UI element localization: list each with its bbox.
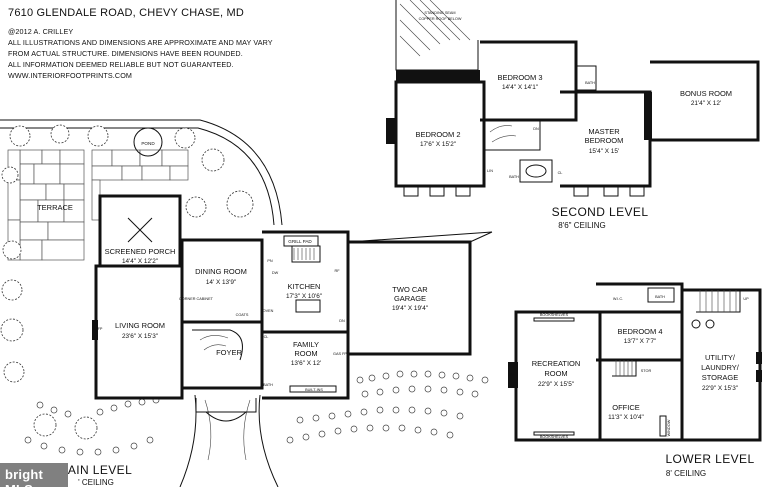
logo-text: bright MLS <box>5 467 44 497</box>
recreation-room-dims: 22'9" X 15'5" <box>538 381 574 388</box>
wic-label: W.I.C. <box>613 297 623 301</box>
main-bath-label: BATH <box>263 383 273 387</box>
utility-dims: 22'9" X 15'3" <box>702 385 738 392</box>
living-fp-label: FP <box>98 327 103 331</box>
second-cl-label: CL <box>558 171 563 175</box>
lower-bath-label: BATH <box>655 295 665 299</box>
kitchen-label: KITCHEN <box>288 282 321 291</box>
screened-porch-label: SCREENED PORCH <box>105 247 176 256</box>
bookshelves-top-label: BOOKSHELVES <box>540 313 569 317</box>
utility-label-1: UTILITY/ <box>705 353 736 362</box>
kitchen-dims: 17'3" X 10'6" <box>286 293 322 300</box>
copyright-line: @2012 A. CRILLEY <box>8 27 74 36</box>
lower-level-title: LOWER LEVEL <box>665 452 754 466</box>
bedroom-2-label: BEDROOM 2 <box>415 130 460 139</box>
up-label: UP <box>743 297 749 301</box>
bedroom-4-label: BEDROOM 4 <box>617 327 662 336</box>
bedroom-3-dims: 14'4" X 14'1" <box>502 84 538 91</box>
recreation-room-label-2: ROOM <box>544 369 567 378</box>
main-level-ceiling: ' CEILING <box>78 478 114 487</box>
terrace-paving <box>7 149 189 261</box>
bedroom-4-dims: 13'7" X 7'7" <box>624 338 657 345</box>
family-room-dims: 13'6" X 12' <box>291 360 321 367</box>
property-address: 7610 GLENDALE ROAD, CHEVY CHASE, MD <box>8 7 245 19</box>
rf-label: RF <box>334 269 340 273</box>
lower-level-walls <box>508 282 762 442</box>
stor-label: STOR <box>641 369 652 373</box>
second-level-title: SECOND LEVEL <box>552 205 649 219</box>
disclaimer-line-1: ALL ILLUSTRATIONS AND DIMENSIONS ARE APP… <box>8 38 273 47</box>
coats-label: COATS <box>236 313 249 317</box>
corner-cabinet-label: CORNER CABINET <box>179 297 214 301</box>
website-line: WWW.INTERIORFOOTPRINTS.COM <box>8 71 132 80</box>
dining-room-dims: 14' X 13'9" <box>206 279 236 286</box>
bonus-room-label: BONUS ROOM <box>680 89 732 98</box>
gas-fp-label: GAS FP <box>333 352 347 356</box>
dw-label: DW <box>272 271 279 275</box>
oven-label: OVEN <box>263 309 274 313</box>
bright-mls-logo: bright MLS <box>0 463 68 497</box>
master-bedroom-label-1: MASTER <box>588 127 620 136</box>
bedroom-2-dims: 17'6" X 15'2" <box>420 141 456 148</box>
utility-label-2: LAUNDRY/ <box>701 363 740 372</box>
grill-pad-label: GRILL PAD <box>288 239 312 244</box>
disclaimer-line-2: FROM ACTUAL STRUCTURE. DIMENSIONS HAVE B… <box>8 49 243 58</box>
cl-label: CL <box>264 335 269 339</box>
family-room-label-2: ROOM <box>294 349 317 358</box>
lin-label: LIN <box>487 169 493 173</box>
second-level-ceiling: 8'6" CEILING <box>558 221 606 230</box>
second-level-walls <box>386 0 760 197</box>
recreation-room-label-1: RECREATION <box>532 359 581 368</box>
second-bath-label: BATH <box>585 81 595 85</box>
dining-room-label: DINING ROOM <box>195 267 247 276</box>
floor-plan-drawing: POND TERRACE GRILL PAD SCREENED PORCH 14… <box>0 0 762 487</box>
main-level-walls <box>92 194 493 422</box>
lower-fp-label: FP <box>510 373 515 377</box>
family-room-label-1: FAMILY <box>293 340 319 349</box>
master-bedroom-label-2: BEDROOM <box>585 136 624 145</box>
office-dims: 11'3" X 10'4" <box>608 414 644 421</box>
lower-level-ceiling: 8' CEILING <box>666 469 706 478</box>
roof-note-1: STANDING SEAM <box>424 11 455 15</box>
second-dn-label: DN <box>533 127 539 131</box>
bookshelves-bottom-label: BOOKSHELVES <box>540 435 569 439</box>
living-room-dims: 23'6" X 15'3" <box>122 333 158 340</box>
master-bedroom-dims: 15'4" X 15' <box>589 148 619 155</box>
garage-dims: 19'4" X 19'4" <box>392 305 428 312</box>
window-label: WINDOW <box>667 419 671 436</box>
stepping-stones <box>24 370 489 456</box>
pond-label: POND <box>141 141 155 146</box>
foyer-label: FOYER <box>216 348 242 357</box>
main-level-title: AIN LEVEL <box>68 463 132 477</box>
bonus-room-dims: 21'4" X 12' <box>691 100 721 107</box>
garage-label-2: GARAGE <box>394 294 426 303</box>
disclaimer-line-3: ALL INFORMATION DEEMED RELIABLE BUT NOT … <box>8 60 234 69</box>
built-ins-label: BUILT-INS <box>305 388 323 392</box>
master-bath-label: BATH <box>509 175 519 179</box>
terrace-label: TERRACE <box>37 203 73 212</box>
roof-note-2: COPPER ROOF BELOW <box>419 17 462 21</box>
garage-label-1: TWO CAR <box>392 285 428 294</box>
landscape <box>0 119 489 487</box>
bedroom-3-label: BEDROOM 3 <box>497 73 542 82</box>
pn-label: PN <box>267 259 273 263</box>
living-room-label: LIVING ROOM <box>115 321 165 330</box>
office-label: OFFICE <box>612 403 640 412</box>
screened-porch-dims: 14'4" X 12'2" <box>122 258 158 265</box>
dn-label: DN <box>339 319 345 323</box>
utility-label-3: STORAGE <box>702 373 739 382</box>
